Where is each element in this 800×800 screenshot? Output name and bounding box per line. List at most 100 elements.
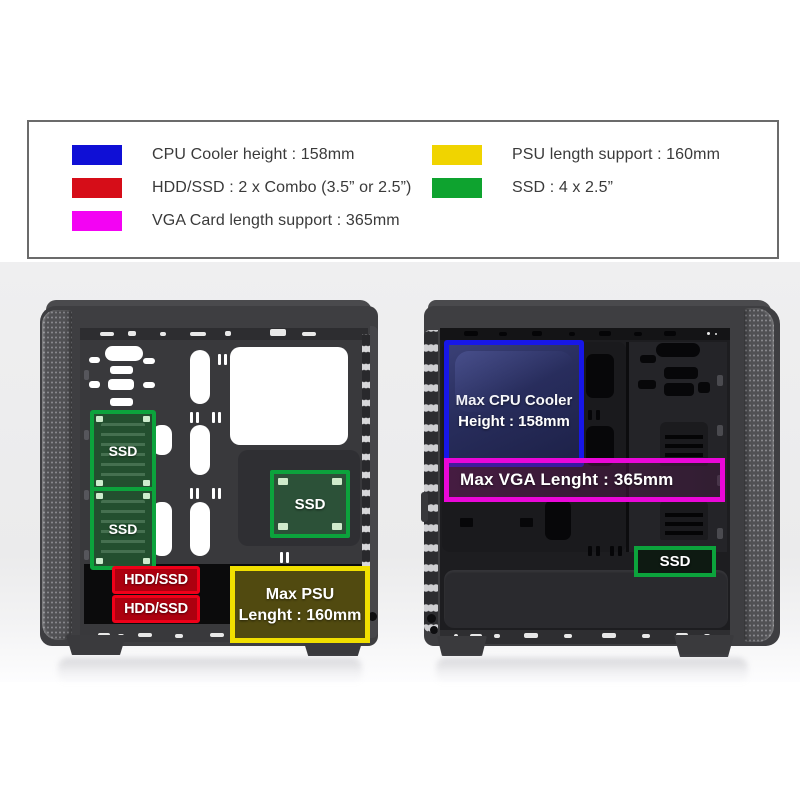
- corner-tab: [96, 558, 103, 564]
- vent-dash: [190, 332, 206, 336]
- thumbscrew: [368, 612, 377, 621]
- vent-dash: [160, 332, 166, 336]
- cpu-backplate-cutout: [230, 347, 348, 445]
- vent-dash: [302, 332, 316, 336]
- cutout: [640, 355, 656, 363]
- cutout: [108, 379, 134, 390]
- cutout: [89, 357, 100, 363]
- tick-mark: [190, 412, 193, 423]
- legend-swatch-hdd-ssd: [72, 178, 122, 198]
- bracket-ridges: [101, 423, 145, 479]
- tick-mark: [286, 552, 289, 563]
- vent-dash: [270, 329, 286, 336]
- corner-tab: [143, 493, 150, 499]
- tick-mark: [196, 412, 199, 423]
- vent-dash: [642, 634, 650, 638]
- cutout: [143, 382, 155, 388]
- case-foot: [437, 636, 487, 656]
- rear-edge: [370, 326, 378, 638]
- vent-dash: [499, 332, 507, 336]
- case-right-side-view: Max CPU Cooler Height : 158mm Max VGA Le…: [421, 300, 780, 664]
- case-foot: [66, 635, 126, 655]
- corner-tab: [278, 523, 288, 530]
- cable-clip: [84, 370, 89, 380]
- vent-dash: [564, 634, 572, 638]
- hdd-combo-annotation-2: HDD/SSD: [112, 595, 200, 623]
- side-tab: [421, 492, 428, 522]
- hdd-combo-annotation-1: HDD/SSD: [112, 566, 200, 594]
- ssd-tray-annotation: SSD: [270, 470, 350, 538]
- ssd-bracket-annotation-1: SSD: [90, 410, 156, 492]
- side-panel-edge: [362, 334, 370, 630]
- cutout: [656, 343, 700, 357]
- psu-length-annotation: Max PSU Lenght : 160mm: [230, 566, 370, 643]
- vent-dash: [225, 331, 231, 336]
- legend-label-hdd-ssd: HDD/SSD : 2 x Combo (3.5” or 2.5”): [152, 179, 412, 196]
- vent-dash: [569, 332, 575, 336]
- cutout: [586, 354, 614, 398]
- legend-frame: CPU Cooler height : 158mm HDD/SSD : 2 x …: [27, 120, 779, 259]
- cutout: [89, 381, 100, 388]
- mesh-front-panel: [744, 308, 774, 642]
- mount-bracket: [520, 518, 533, 527]
- vent-dash: [634, 332, 642, 336]
- corner-tab: [143, 416, 150, 422]
- tick-mark: [196, 488, 199, 499]
- cutout: [664, 367, 698, 379]
- tick-mark: [218, 354, 221, 365]
- mount-bracket: [460, 518, 473, 527]
- cable-clip: [84, 490, 89, 500]
- corner-tab: [143, 558, 150, 564]
- corner-tab: [96, 493, 103, 499]
- vent-dot: [707, 332, 710, 335]
- cable-clip: [717, 528, 723, 539]
- cable-grommet: [190, 502, 210, 556]
- vent-dash: [138, 633, 152, 637]
- cable-clip: [84, 550, 89, 560]
- cable-clip: [717, 425, 723, 436]
- ssd-tray-label: SSD: [294, 495, 326, 513]
- top-rail: [80, 328, 368, 340]
- tick-mark: [218, 488, 221, 499]
- legend-swatch-cpu-cooler: [72, 145, 122, 165]
- vent-lines: [665, 513, 703, 536]
- vent-dash: [128, 331, 136, 336]
- legend-label-ssd: SSD : 4 x 2.5”: [512, 179, 613, 196]
- cable-clip: [84, 430, 89, 440]
- bracket-ridges: [101, 500, 145, 557]
- reflection: [58, 658, 362, 684]
- tick-mark: [280, 552, 283, 563]
- tick-mark: [224, 354, 227, 365]
- ssd-annotation-label: SSD: [659, 553, 691, 570]
- tick-mark: [212, 488, 215, 499]
- cutout: [664, 383, 694, 396]
- psu-annotation-line2: Lenght : 160mm: [238, 606, 362, 624]
- cutout: [698, 382, 710, 393]
- vent-dash: [664, 331, 676, 336]
- tick-mark: [610, 546, 614, 556]
- tick-mark: [218, 412, 221, 423]
- ssd-bracket-label: SSD: [108, 443, 138, 459]
- vent-slot-panel: [660, 500, 708, 540]
- tick-mark: [190, 488, 193, 499]
- reflection: [436, 658, 748, 684]
- corner-tab: [332, 523, 342, 530]
- cutout: [545, 500, 571, 540]
- cutout: [638, 380, 656, 389]
- cutout: [143, 358, 155, 364]
- psu-annotation-line1: Max PSU: [265, 585, 335, 603]
- cutout: [110, 398, 133, 406]
- vent-lines: [665, 435, 703, 462]
- mesh-front-panel: [42, 310, 72, 640]
- legend-label-psu: PSU length support : 160mm: [512, 146, 721, 163]
- ssd-bracket-label: SSD: [108, 520, 138, 537]
- tick-mark: [212, 412, 215, 423]
- corner-tab: [96, 416, 103, 422]
- case-foot: [674, 635, 734, 657]
- tick-mark: [596, 410, 600, 420]
- cable-grommet: [190, 425, 210, 475]
- vent-dash: [100, 332, 114, 336]
- tick-mark: [588, 410, 592, 420]
- vent-dash: [464, 331, 478, 336]
- vent-dash: [494, 634, 500, 638]
